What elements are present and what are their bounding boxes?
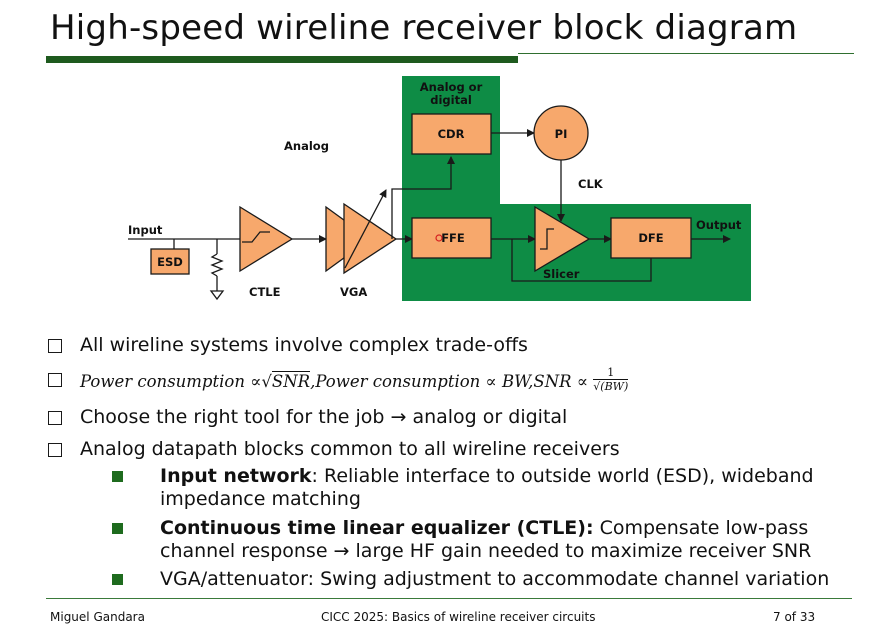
esd-block — [150, 248, 190, 275]
sub-bullet-square-icon — [112, 471, 123, 482]
slide-title: High-speed wireline receiver block diagr… — [50, 8, 798, 48]
ctle-amplifier — [239, 205, 294, 273]
sub-bullet-text: Input network: Reliable interface to out… — [160, 465, 814, 510]
esd-label: ESD — [157, 255, 183, 269]
bullet-box-icon — [48, 411, 62, 425]
vga-variable-gain-arrow — [344, 189, 387, 269]
bullet-box-icon — [48, 339, 62, 353]
vga-label: VGA — [340, 285, 367, 299]
title-underline-bar — [46, 56, 518, 63]
sub-bullet-square-icon — [112, 523, 123, 534]
title-underline-thin — [518, 53, 854, 54]
power-equation: Power consumption ∝√SNR,Power consumptio… — [80, 366, 629, 393]
ctle-frequency-response-icon — [242, 231, 270, 243]
output-label: Output — [696, 218, 742, 232]
analog-label: Analog — [284, 139, 329, 153]
dfe-feedback-path — [511, 239, 652, 282]
bullet-box-icon — [48, 443, 62, 457]
slicer-comparator — [534, 205, 591, 273]
footer-author: Miguel Gandara — [50, 610, 145, 624]
slicer-label: Slicer — [543, 267, 580, 281]
sub-bullet-text: Continuous time linear equalizer (CTLE):… — [160, 517, 812, 562]
slicer-step-icon — [540, 228, 554, 250]
analog-or-digital-label-line1: Analog or — [420, 80, 483, 94]
pi-label: PI — [555, 127, 568, 141]
footer-divider — [46, 598, 852, 599]
ctle-label: CTLE — [249, 285, 281, 299]
cdr-label: CDR — [438, 127, 465, 141]
cdr-block — [411, 113, 492, 155]
sub-bullet-square-icon — [112, 574, 123, 585]
ffe-label: FFE — [441, 231, 465, 245]
bullet-text: Choose the right tool for the job → anal… — [80, 406, 568, 428]
dfe-block — [610, 217, 692, 259]
bullet-text: Analog datapath blocks common to all wir… — [80, 438, 620, 460]
bullet-text: All wireline systems involve complex tra… — [80, 334, 528, 356]
ffe-block — [411, 217, 492, 259]
clk-label: CLK — [578, 177, 604, 191]
cursor-marker-icon — [435, 234, 443, 242]
bullet-box-icon — [48, 373, 62, 387]
termination-resistor — [209, 239, 225, 301]
footer-page-number: 7 of 33 — [773, 610, 816, 624]
analog-or-digital-label-line2: digital — [430, 93, 472, 107]
footer-conference: CICC 2025: Basics of wireline receiver c… — [321, 610, 596, 624]
receiver-block-diagram: Analog or digital Analog Input Output CL… — [128, 76, 751, 301]
vga-amplifier-front — [343, 202, 398, 275]
dfe-label: DFE — [638, 231, 663, 245]
sub-bullet-text: VGA/attenuator: Swing adjustment to acco… — [160, 568, 830, 590]
input-label: Input — [128, 223, 163, 237]
